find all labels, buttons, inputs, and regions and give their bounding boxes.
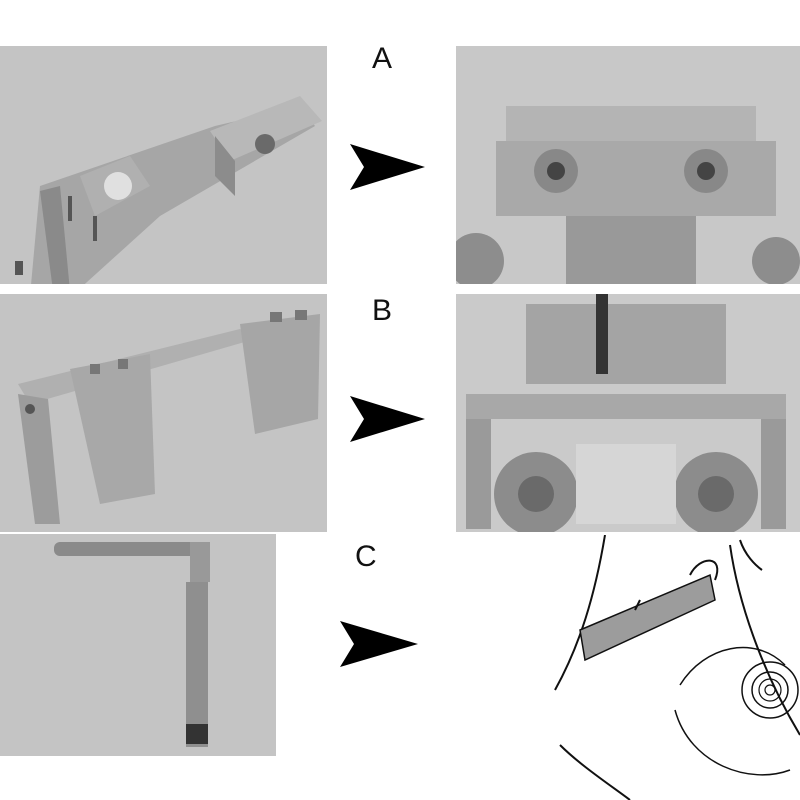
tool-a-illustration [15, 96, 322, 284]
tool-b-illustration [18, 310, 320, 524]
tool-b-photo [0, 294, 327, 532]
step-label-b: B [372, 294, 393, 327]
result-b-photo [456, 294, 800, 532]
arrow-right-icon [350, 144, 425, 190]
result-a-photo [456, 46, 800, 284]
tool-c-illustration [54, 542, 210, 747]
result-b-illustration [456, 294, 800, 532]
step-label-a: A [372, 42, 393, 75]
arrow-right-icon [340, 621, 418, 667]
step-label-c: C [355, 540, 377, 573]
tool-a-photo [0, 46, 327, 284]
tool-c-photo [0, 534, 276, 756]
pin-installed-drawing [554, 535, 800, 800]
result-a-illustration [456, 46, 800, 284]
arrow-right-icon [350, 396, 425, 442]
